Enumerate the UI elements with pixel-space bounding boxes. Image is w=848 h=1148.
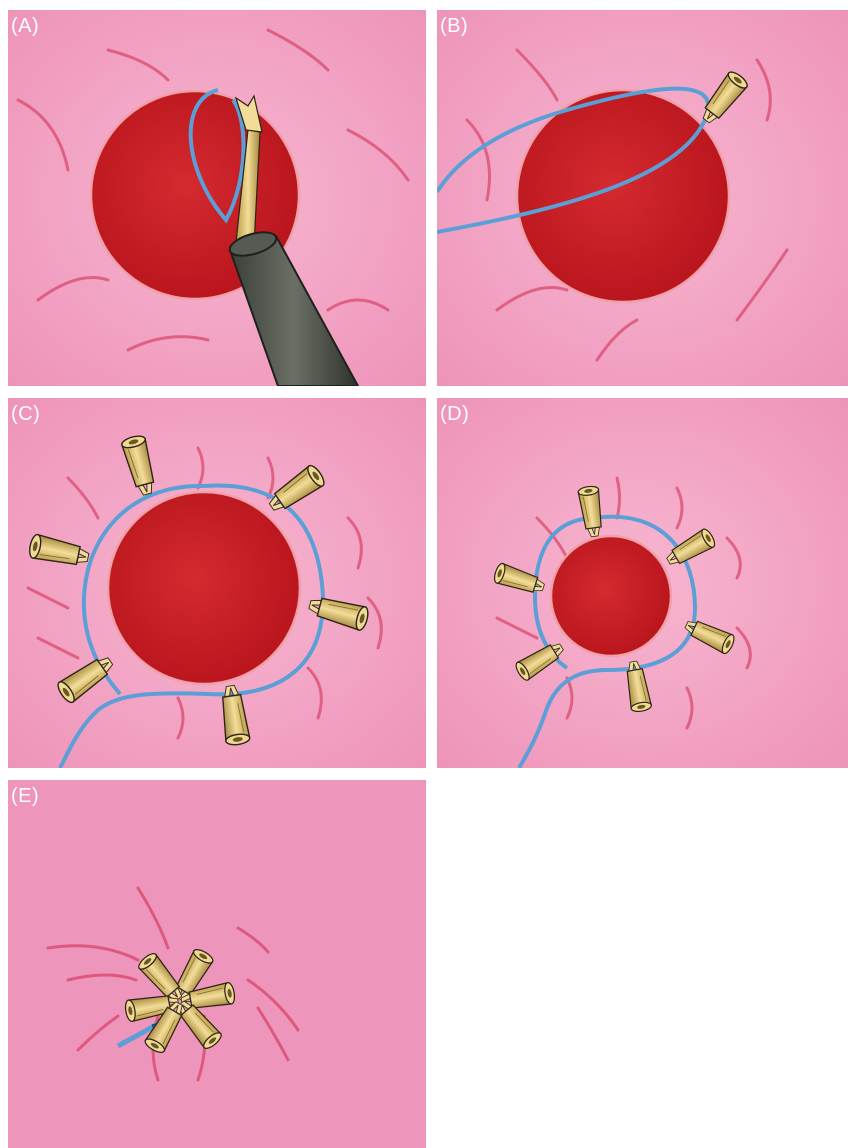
panel-b-label: (B) [440,16,468,36]
panel-b-illustration [437,10,848,386]
panel-d-label: (D) [440,404,469,424]
panel-c-label: (C) [11,404,40,424]
panel-d-illustration [437,398,848,768]
panel-a-label: (A) [11,16,39,36]
panel-e-label: (E) [11,786,39,806]
panel-e: (E) [8,780,426,1148]
panel-e-illustration [8,780,426,1148]
panel-c: (C) [8,398,426,768]
panel-b: (B) [437,10,848,386]
panel-a-illustration [8,10,426,386]
panel-c-illustration [8,398,426,768]
panel-a: (A) [8,10,426,386]
panel-d: (D) [437,398,848,768]
